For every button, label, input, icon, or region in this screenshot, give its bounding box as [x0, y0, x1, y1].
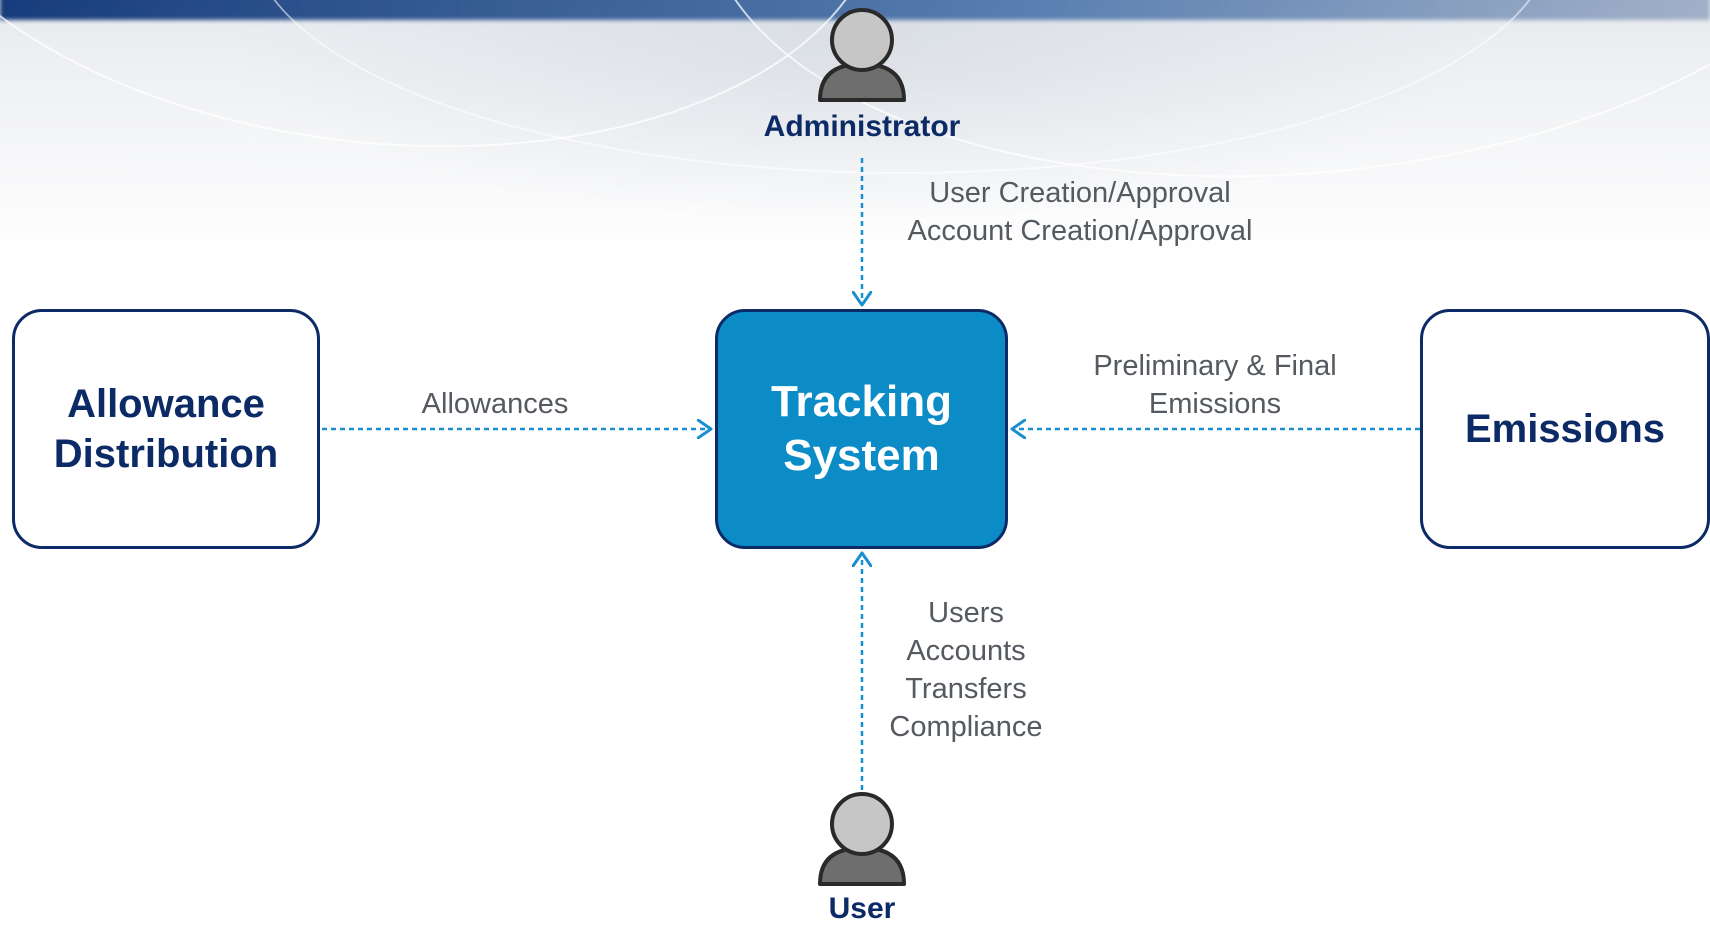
emissions-edge-label: Preliminary & Final Emissions	[1093, 350, 1337, 420]
user-label: User	[828, 892, 896, 925]
allowance-edge-label: Allowances	[421, 388, 569, 420]
admin-edge-label: User Creation/Approval Account Creation/…	[907, 177, 1253, 247]
administrator-person-icon	[818, 8, 906, 102]
user-person-icon	[818, 792, 906, 886]
emissions-label: Emissions	[1464, 407, 1666, 451]
tracking-system-node: Tracking System	[715, 309, 1008, 549]
emissions-node: Emissions	[1420, 309, 1710, 549]
user-edge-label: Users Accounts Transfers Compliance	[889, 597, 1043, 743]
allowance-distribution-node: Allowance Distribution	[12, 309, 320, 549]
tracking-system-label: Tracking System	[771, 377, 952, 480]
allowance-distribution-label: Allowance Distribution	[53, 382, 279, 476]
administrator-label: Administrator	[763, 110, 961, 143]
